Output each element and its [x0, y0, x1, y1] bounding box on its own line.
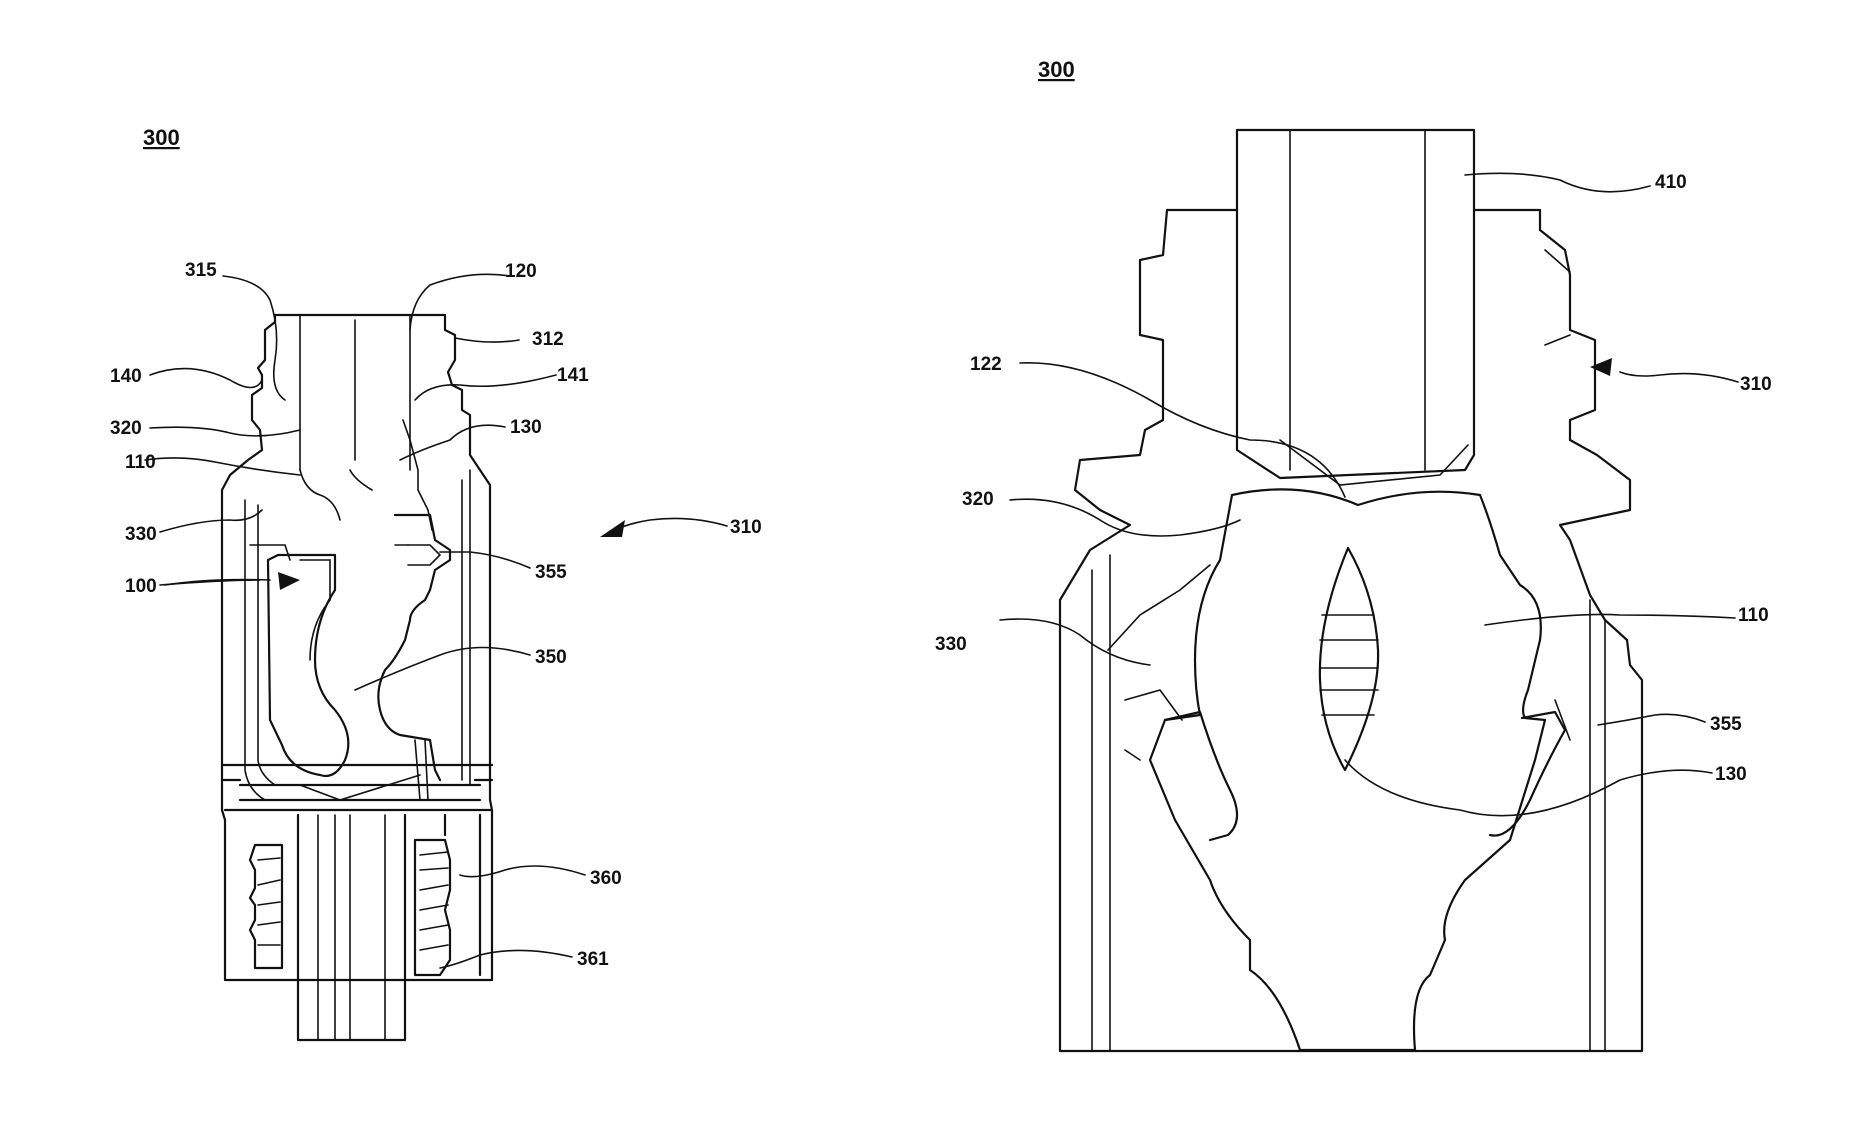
figure-right: 300 [935, 57, 1772, 1051]
label-330: 330 [935, 634, 967, 655]
leader-lines-left [145, 274, 727, 968]
label-355: 355 [1710, 714, 1742, 735]
label-130: 130 [510, 417, 542, 438]
label-140: 140 [110, 366, 142, 387]
figure-left: 300 [110, 125, 762, 1040]
label-100: 100 [125, 576, 157, 597]
label-360: 360 [590, 868, 622, 889]
label-310: 310 [1740, 374, 1772, 395]
housing-right [1060, 210, 1642, 1051]
label-122: 122 [970, 354, 1002, 375]
label-320: 320 [110, 418, 142, 439]
label-330: 330 [125, 524, 157, 545]
labels-left: 315 120 312 140 141 320 130 110 330 355 … [110, 260, 762, 970]
label-310: 310 [730, 517, 762, 538]
label-315: 315 [185, 260, 217, 281]
connector-body-left [222, 315, 492, 1040]
plunger-410 [1237, 130, 1474, 485]
label-361: 361 [577, 949, 609, 970]
label-410: 410 [1655, 172, 1687, 193]
figure-right-title: 300 [1038, 57, 1075, 82]
figure-left-title: 300 [143, 125, 180, 150]
label-141: 141 [557, 365, 589, 386]
label-355: 355 [535, 562, 567, 583]
label-320: 320 [962, 489, 994, 510]
label-350: 350 [535, 647, 567, 668]
label-312: 312 [532, 329, 564, 350]
label-120: 120 [505, 261, 537, 282]
label-110: 110 [1738, 605, 1769, 626]
valve-head-110 [1125, 489, 1570, 1050]
label-110: 110 [125, 452, 156, 473]
label-130: 130 [1715, 764, 1747, 785]
